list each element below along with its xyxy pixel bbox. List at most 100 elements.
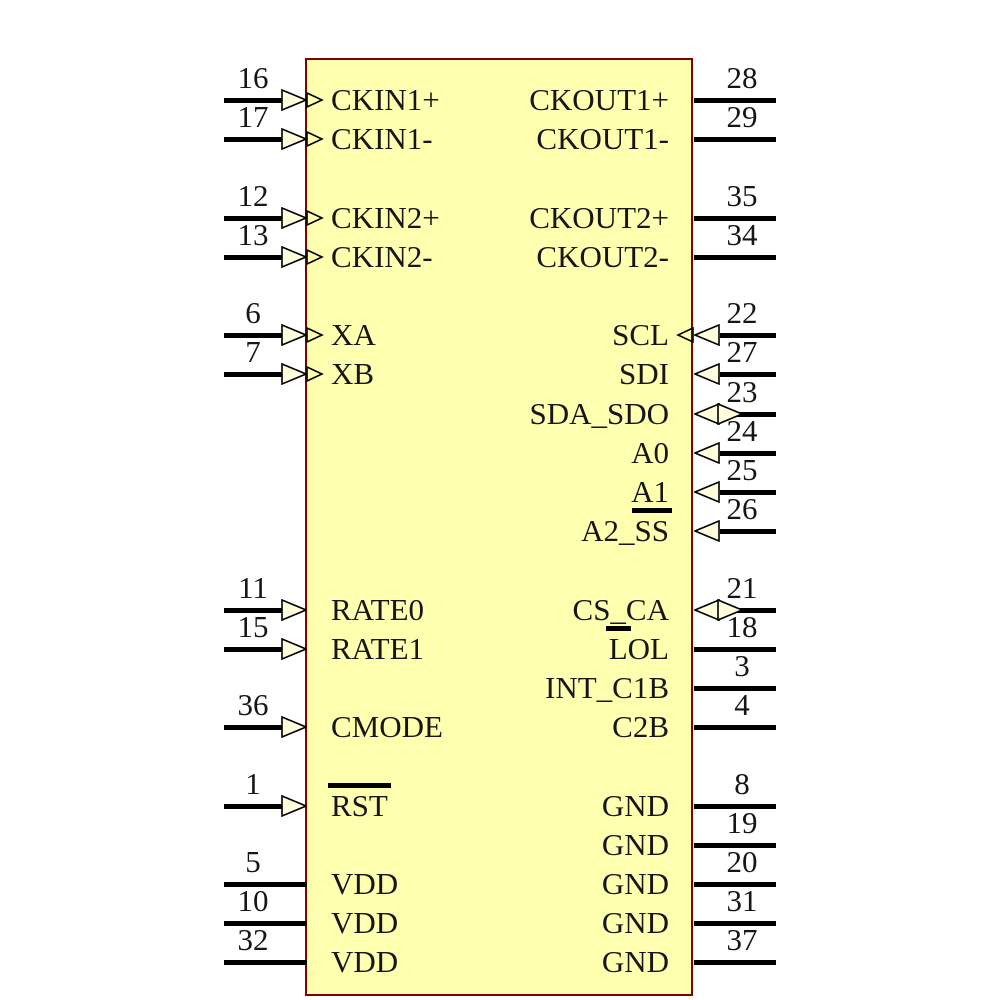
pin-lead <box>694 843 776 848</box>
input-arrow-icon <box>281 795 307 817</box>
pin-number: 17 <box>237 99 269 134</box>
ic-body[interactable] <box>305 58 693 996</box>
pin-lead <box>224 137 282 142</box>
pin-number: 29 <box>726 99 758 134</box>
pin-lead <box>224 216 282 221</box>
pin-lead <box>224 960 307 965</box>
pin-label: GND <box>601 905 669 940</box>
pin-lead <box>224 608 282 613</box>
pin-number: 28 <box>726 60 758 95</box>
input-arrow-icon <box>281 363 307 385</box>
pin-label: A0 <box>631 435 669 470</box>
pin-label-overbar-segment: SS <box>631 508 672 548</box>
pin-number: 1 <box>245 766 261 801</box>
pin-label: GND <box>601 788 669 823</box>
pin-label: A2_SS <box>340 508 672 550</box>
pin-label: RATE0 <box>331 592 424 627</box>
pin-lead <box>224 255 282 260</box>
pin-number: 19 <box>726 805 758 840</box>
input-arrow-icon <box>694 520 720 542</box>
pin-label: RATE1 <box>331 631 424 666</box>
pin-label: LOL <box>340 626 669 668</box>
input-arrow-icon <box>281 207 307 229</box>
input-arrow-inner-icon <box>306 326 324 344</box>
input-arrow-inner-icon <box>306 91 324 109</box>
pin-label: CKIN1- <box>331 121 433 156</box>
pin-label: CKIN2+ <box>331 200 440 235</box>
pin-number: 5 <box>245 844 261 879</box>
pin-label: GND <box>601 944 669 979</box>
pin-label: CMODE <box>331 709 443 744</box>
pin-label: CS_CA <box>572 592 669 627</box>
pin-lead <box>720 333 776 338</box>
pin-number: 13 <box>237 217 269 252</box>
pin-label: SDI <box>619 356 669 391</box>
pin-number: 11 <box>238 570 268 605</box>
input-arrow-inner-icon <box>306 248 324 266</box>
pin-label: CKOUT2+ <box>529 200 669 235</box>
pin-label: XB <box>331 356 375 391</box>
pin-lead <box>694 725 776 730</box>
pin-number: 20 <box>726 844 758 879</box>
pin-label: CKOUT1- <box>536 121 669 156</box>
pin-label-overbar-segment: L <box>605 626 631 666</box>
pin-lead <box>720 529 776 534</box>
pin-number: 18 <box>726 609 758 644</box>
pin-number: 15 <box>237 609 269 644</box>
pin-lead <box>224 725 282 730</box>
pin-lead <box>694 98 776 103</box>
pin-lead <box>694 882 776 887</box>
pin-number: 24 <box>726 413 758 448</box>
pin-number: 6 <box>245 295 261 330</box>
pin-number: 10 <box>237 883 269 918</box>
pin-number: 7 <box>245 334 261 369</box>
input-arrow-inner-icon <box>676 326 694 344</box>
pin-label: VDD <box>331 866 399 901</box>
pin-lead <box>694 921 776 926</box>
pin-lead <box>224 882 307 887</box>
pin-lead <box>224 333 282 338</box>
pin-label: SCL <box>612 317 669 352</box>
input-arrow-icon <box>694 442 720 464</box>
pin-lead <box>720 608 776 613</box>
pin-label: GND <box>601 827 669 862</box>
input-arrow-icon <box>281 89 307 111</box>
pin-label: INT_C1B <box>545 670 669 705</box>
pin-lead <box>720 372 776 377</box>
input-arrow-icon <box>694 481 720 503</box>
pin-lead <box>694 137 776 142</box>
input-arrow-inner-icon <box>306 365 324 383</box>
pin-lead <box>224 647 282 652</box>
input-arrow-inner-icon <box>306 130 324 148</box>
pin-label: CKIN2- <box>331 239 433 274</box>
pin-label: VDD <box>331 905 399 940</box>
pin-label-segment: A2_ <box>581 513 635 548</box>
pin-number: 32 <box>237 922 269 957</box>
pin-number: 22 <box>726 295 758 330</box>
pin-number: 25 <box>726 452 758 487</box>
pin-lead <box>720 412 776 417</box>
input-arrow-icon <box>281 599 307 621</box>
pin-number: 26 <box>726 491 758 526</box>
pin-lead <box>694 647 776 652</box>
input-arrow-inner-icon <box>306 209 324 227</box>
input-arrow-icon <box>281 246 307 268</box>
pin-label: GND <box>601 866 669 901</box>
input-arrow-icon <box>281 324 307 346</box>
pin-lead <box>694 960 776 965</box>
pin-label: XA <box>331 317 376 352</box>
pin-lead <box>224 98 282 103</box>
pin-number: 12 <box>237 178 269 213</box>
pin-label: SDA_SDO <box>529 396 669 431</box>
pin-label: C2B <box>612 709 669 744</box>
pin-number: 3 <box>734 648 750 683</box>
pin-lead <box>224 372 282 377</box>
pin-lead <box>694 686 776 691</box>
pin-lead <box>720 451 776 456</box>
input-arrow-icon <box>694 363 720 385</box>
input-arrow-icon <box>281 638 307 660</box>
pin-lead <box>694 804 776 809</box>
pin-number: 37 <box>726 922 758 957</box>
pin-number: 36 <box>237 687 269 722</box>
